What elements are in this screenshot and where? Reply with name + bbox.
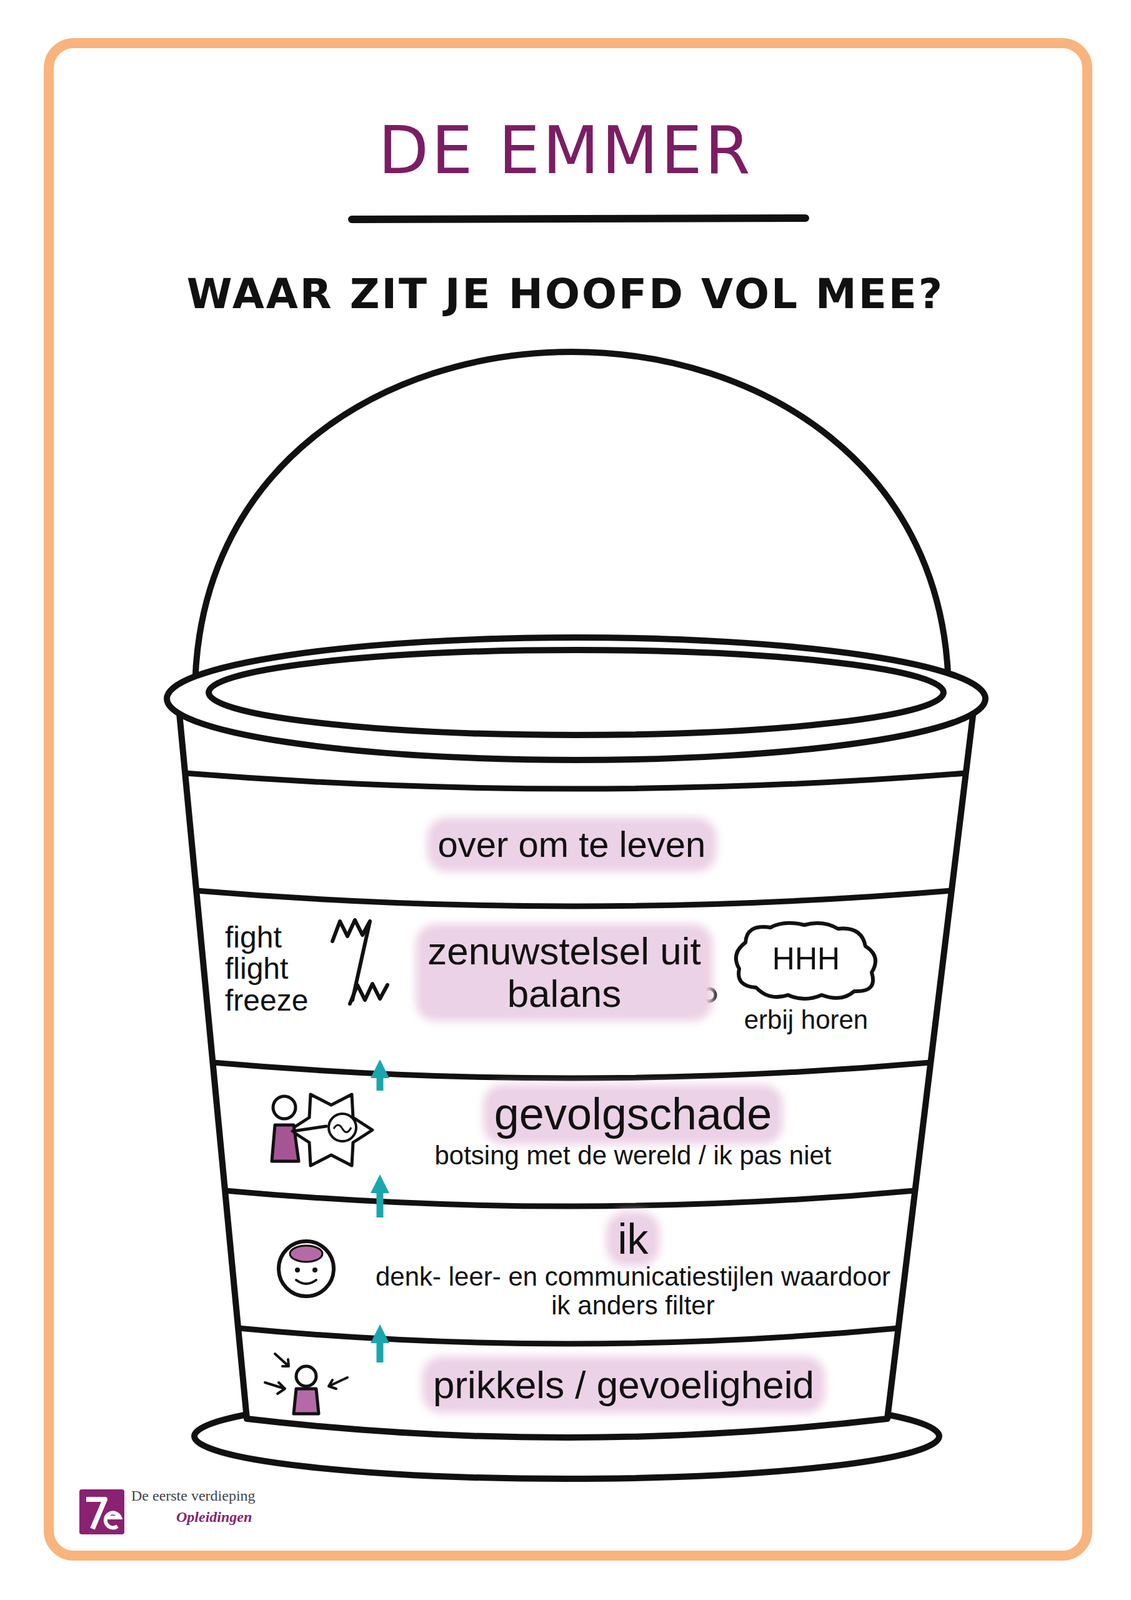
band-line	[196, 890, 952, 907]
band-subtitle: botsing met de wereld / ik pas niet	[373, 1140, 893, 1171]
bucket-rim-inner	[208, 649, 944, 735]
logo-text: De eerste verdieping	[131, 1487, 256, 1505]
bucket-band: ikdenk- leer- en communicatiestijlen waa…	[373, 1217, 893, 1325]
bucket-band: gevolgschadebotsing met de wereld / ik p…	[373, 1090, 893, 1175]
flow-arrow	[376, 1189, 384, 1218]
band-lines	[184, 772, 967, 1344]
title-underline	[351, 218, 806, 220]
bucket-band: over om te leven	[353, 823, 791, 870]
band-subtitle: denk- leer- en communicatiestijlen waard…	[373, 1262, 893, 1320]
stress-zigzag	[332, 919, 388, 1004]
subtitle: WAAR ZIT JE HOOFD VOL MEE?	[0, 269, 1131, 319]
flow-arrow	[376, 1074, 384, 1091]
band-line	[213, 1062, 931, 1078]
title: DE EMMER	[0, 111, 1131, 190]
bucket-band: zenuwstelsel uit balans fight flight free…	[212, 918, 919, 1060]
band-line	[184, 772, 967, 789]
self-icon	[278, 1240, 334, 1296]
band-title: over om te leven	[433, 823, 712, 866]
logo-text: Opleidingen	[176, 1508, 252, 1526]
cloud-text: HHH	[727, 941, 885, 978]
band-title: gevolgschade	[489, 1090, 777, 1138]
logo-mark	[79, 1489, 125, 1535]
bucket-rim	[166, 637, 986, 760]
band-title: ik	[612, 1217, 653, 1260]
band-title: prikkels / gevoeligheid	[428, 1362, 820, 1407]
bucket-band: prikkels / gevoeligheid	[373, 1362, 874, 1411]
clash-icon	[271, 1094, 373, 1166]
band-line	[224, 1190, 915, 1206]
band-line	[238, 1327, 899, 1344]
thought-cloud: HHH erbij horen	[727, 917, 885, 1040]
flow-arrow	[376, 1339, 384, 1363]
side-note: fight flight freeze	[224, 921, 325, 1017]
cloud-caption: erbij horen	[727, 1004, 885, 1035]
bucket-body	[178, 699, 975, 1438]
stimuli-icon	[264, 1353, 348, 1414]
band-title: zenuwstelsel uit balans	[421, 929, 707, 1015]
